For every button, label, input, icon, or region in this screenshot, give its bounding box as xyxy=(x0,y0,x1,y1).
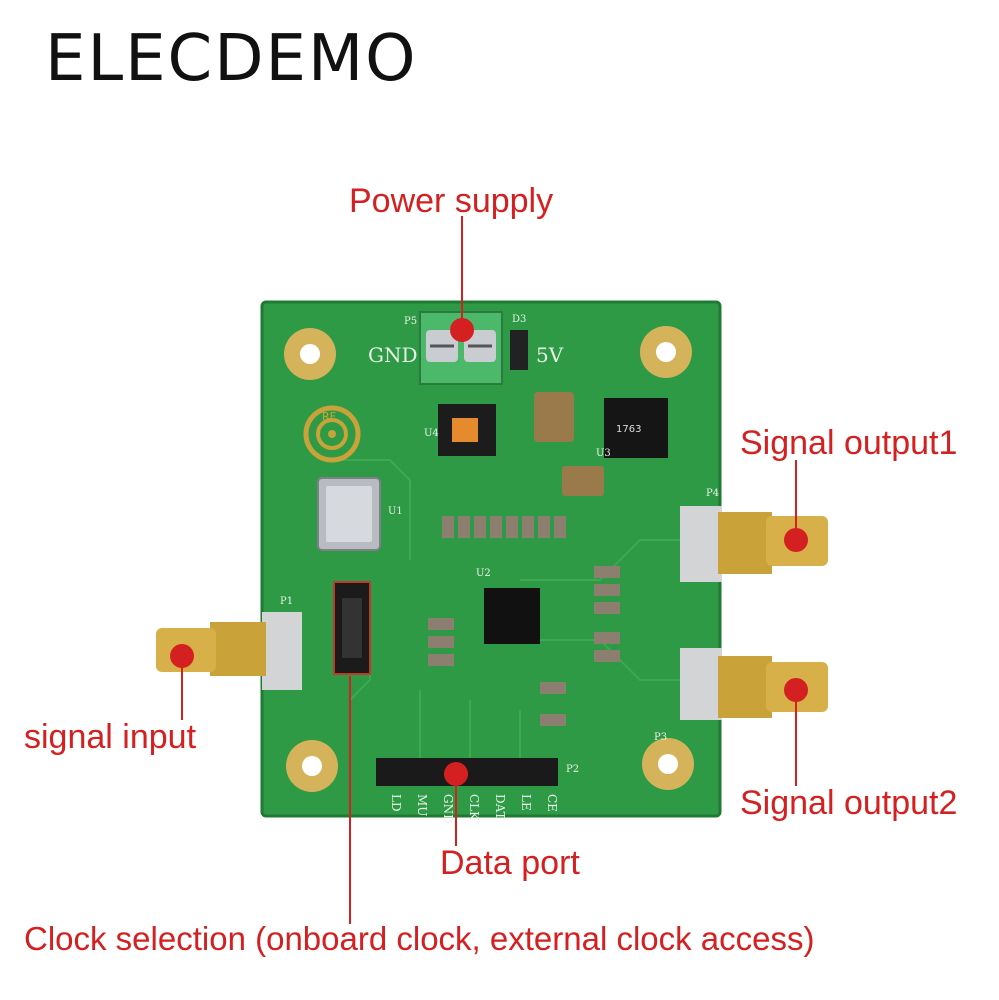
pcb-label-p4: P4 xyxy=(706,488,719,499)
pcb-label-p5: P5 xyxy=(404,316,417,327)
sma-input-connector xyxy=(156,612,302,690)
main-chip-u2 xyxy=(484,588,540,644)
mounting-hole-top-right xyxy=(640,326,692,378)
pcb-traces xyxy=(330,459,680,760)
sma-output1-connector xyxy=(680,506,828,582)
chip-marking: 1763 xyxy=(616,424,641,435)
pcb-label-u1: U1 xyxy=(388,506,403,517)
pcb-label-5v: 5V xyxy=(536,343,564,367)
diode-d3 xyxy=(510,330,528,370)
brand-title: ELECDEMO xyxy=(45,22,418,96)
pcb-label-p2: P2 xyxy=(566,764,579,775)
header-pin-label: LD xyxy=(389,794,403,812)
pcb-label-p1: P1 xyxy=(280,596,293,607)
terminal-block xyxy=(419,311,503,385)
pcb-label-d3: D3 xyxy=(512,314,526,325)
header-pin-label: DAT xyxy=(493,794,507,820)
header-pin-label: CE xyxy=(545,794,559,812)
clock-jumper xyxy=(333,581,371,675)
header-pin-label: LE xyxy=(519,794,533,811)
pcb-label-p3: P3 xyxy=(654,732,667,743)
ic-u3 xyxy=(604,398,668,458)
header-pin-label: CLK xyxy=(467,794,481,821)
callout-leaders xyxy=(181,216,797,924)
mounting-hole-bottom-left xyxy=(286,740,338,792)
capacitor-c26 xyxy=(534,392,574,442)
pcb-label-u2: U2 xyxy=(476,568,491,579)
callout-signal-input: signal input xyxy=(24,718,197,756)
rf-logo-icon xyxy=(303,405,361,463)
regulator-u4 xyxy=(438,404,496,456)
capacitor-c22 xyxy=(562,466,604,496)
callout-power-supply: Power supply xyxy=(349,182,554,220)
mounting-hole-top-left xyxy=(284,328,336,380)
pcb-label-u3: U3 xyxy=(596,448,611,459)
oscillator-u1 xyxy=(317,477,381,551)
header-pin-label: MU xyxy=(415,794,429,816)
callout-signal-output2: Signal output2 xyxy=(740,784,958,822)
callout-data-port: Data port xyxy=(440,844,580,882)
pcb-label-gnd: GND xyxy=(368,343,418,367)
callout-clock-selection: Clock selection (onboard clock, external… xyxy=(24,920,815,957)
mounting-hole-bottom-right xyxy=(642,738,694,790)
callout-markers xyxy=(170,318,808,786)
pcb-label-rf: RF xyxy=(322,410,336,423)
header-pin-label: GND xyxy=(441,794,455,824)
pcb-label-u4: U4 xyxy=(424,428,439,439)
callout-signal-output1: Signal output1 xyxy=(740,424,958,462)
smd-passives xyxy=(428,516,620,726)
header-pin-labels: LD MU GND CLK DAT LE CE xyxy=(389,794,559,824)
